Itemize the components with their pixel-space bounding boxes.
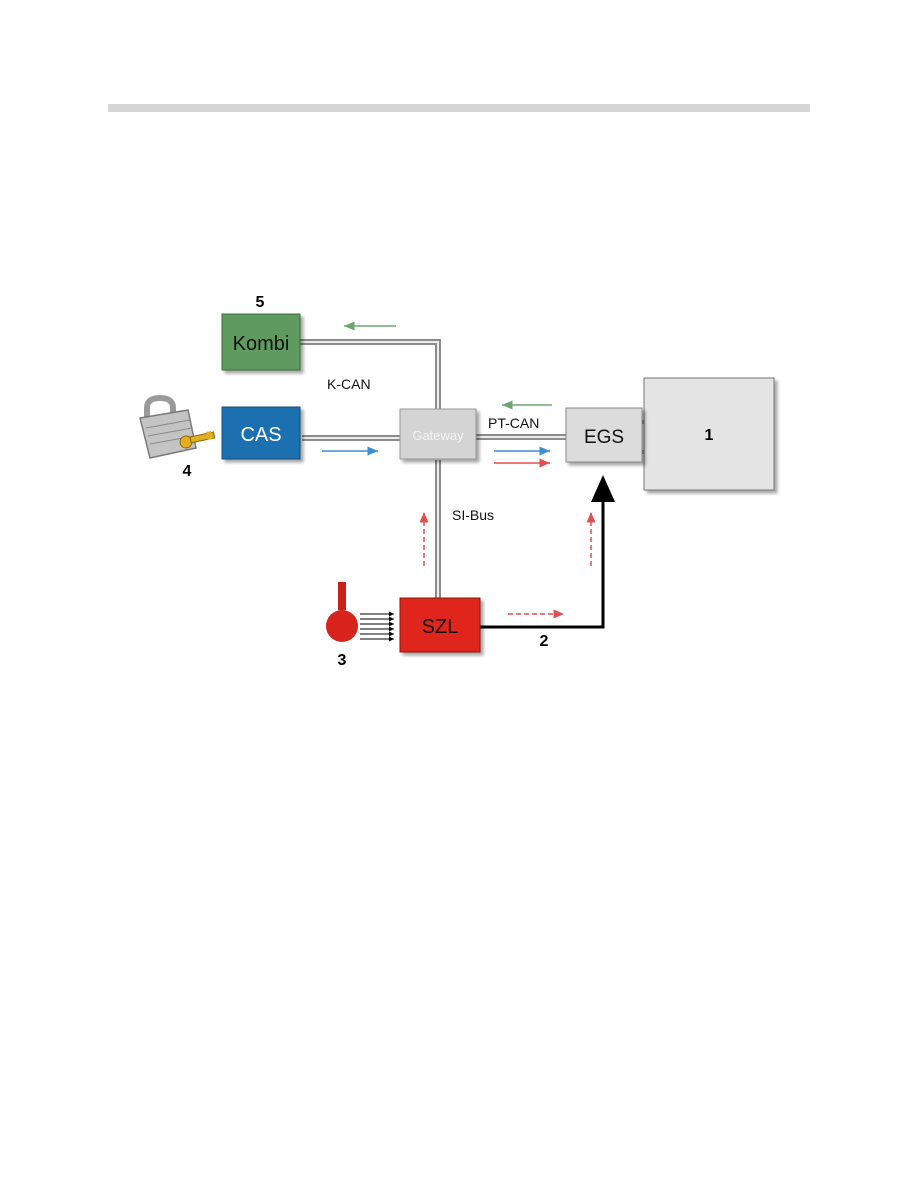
si-bus-label: SI-Bus bbox=[452, 507, 494, 523]
module-unit-1 bbox=[643, 377, 775, 491]
pt-can-label: PT-CAN bbox=[488, 415, 539, 431]
selector-lever-icon bbox=[326, 582, 394, 642]
signal-arrows bbox=[322, 321, 596, 619]
callout-2: 2 bbox=[540, 633, 549, 650]
unit-label: 1 bbox=[705, 427, 714, 444]
callout-3: 3 bbox=[338, 652, 347, 669]
k-can-label: K-CAN bbox=[327, 376, 371, 392]
egs-label: EGS bbox=[584, 427, 624, 448]
bus-lines bbox=[300, 339, 646, 600]
callout-5: 5 bbox=[256, 294, 265, 311]
callout-4: 4 bbox=[183, 463, 192, 480]
top-rule bbox=[108, 104, 810, 112]
padlock-key-icon bbox=[139, 394, 216, 459]
kombi-label: Kombi bbox=[233, 333, 290, 355]
module-szl bbox=[399, 597, 481, 653]
gateway-label: Gateway bbox=[412, 428, 464, 443]
module-kombi bbox=[221, 313, 301, 371]
hardwire-line bbox=[480, 475, 615, 629]
module-cas bbox=[221, 406, 301, 460]
module-egs bbox=[565, 407, 643, 463]
cas-label: CAS bbox=[240, 424, 281, 446]
module-gateway bbox=[399, 408, 477, 460]
szl-label: SZL bbox=[422, 616, 459, 638]
